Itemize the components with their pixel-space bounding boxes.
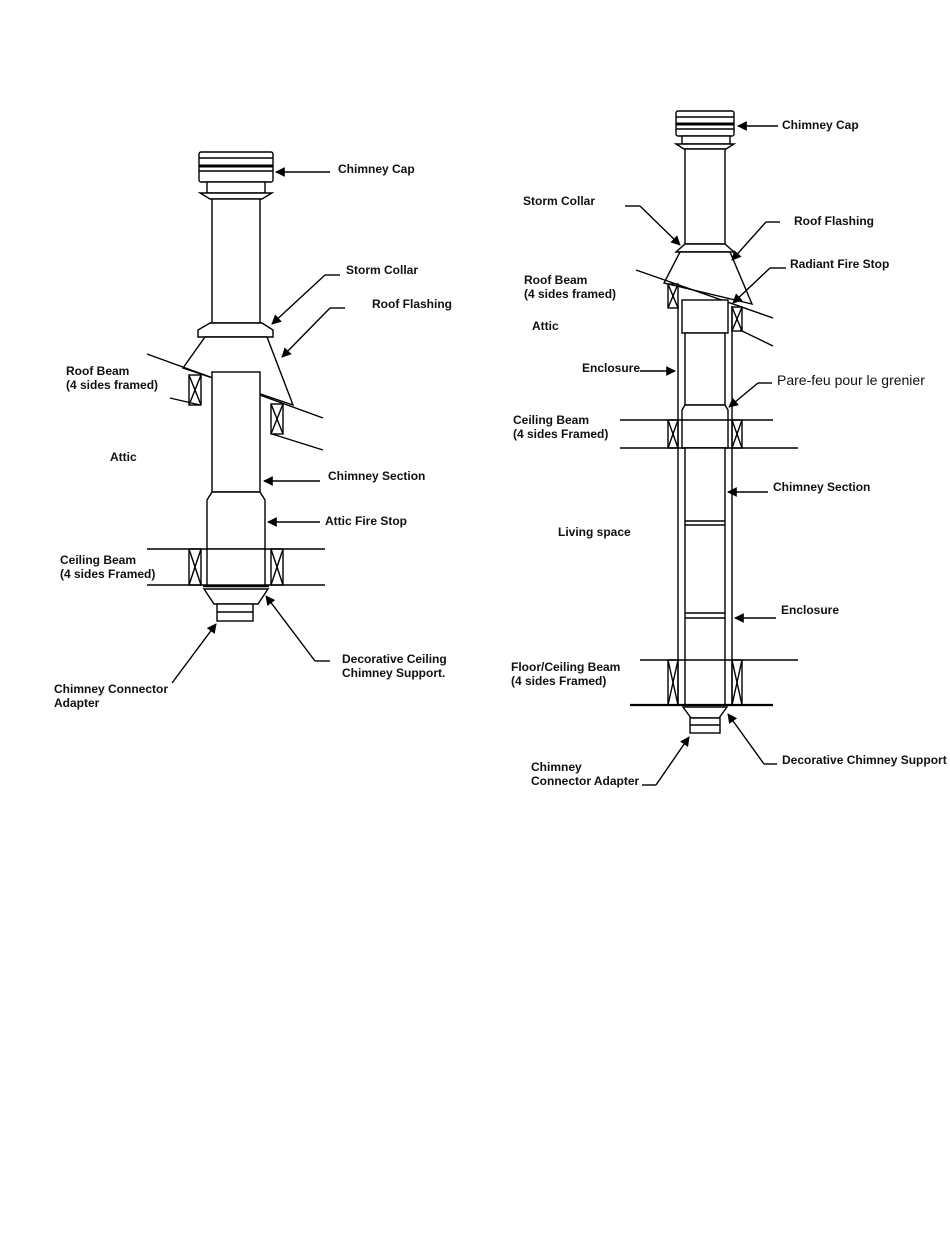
right-label-roof-beam: Roof Beam (4 sides framed) bbox=[524, 273, 617, 301]
left-attic-fire-stop bbox=[206, 491, 266, 551]
left-label-ceiling-beam: Ceiling Beam (4 sides Framed) bbox=[60, 553, 156, 581]
left-roof-flashing bbox=[181, 336, 295, 407]
right-label-living-space: Living space bbox=[558, 525, 631, 539]
right-chimney-cap bbox=[673, 110, 737, 150]
right-label-enclosure-upper: Enclosure bbox=[582, 361, 641, 375]
right-storm-collar bbox=[674, 243, 736, 253]
right-roof-flashing bbox=[662, 251, 754, 306]
right-label-chimney-cap: Chimney Cap bbox=[782, 118, 859, 132]
left-chimney-drawing bbox=[146, 151, 345, 684]
left-label-roof-flashing: Roof Flashing bbox=[372, 297, 452, 311]
right-label-attic: Attic bbox=[532, 319, 559, 333]
right-roof-beam-box bbox=[667, 283, 743, 332]
left-label-decorative-ceiling-support: Decorative Ceiling Chimney Support. bbox=[342, 652, 447, 680]
right-floor-beam-box bbox=[667, 659, 743, 706]
left-label-roof-beam: Roof Beam (4 sides framed) bbox=[66, 364, 159, 392]
right-label-decorative-support: Decorative Chimney Support bbox=[782, 753, 947, 767]
right-radiant-fire-stop bbox=[681, 299, 729, 334]
left-chimney-section bbox=[211, 371, 261, 493]
right-label-chimney-section: Chimney Section bbox=[773, 480, 871, 494]
right-label-floor-ceiling-beam: Floor/Ceiling Beam (4 sides Framed) bbox=[511, 660, 621, 688]
right-chimney-section bbox=[684, 332, 726, 406]
right-attic-fire-stop bbox=[681, 404, 729, 449]
left-label-chimney-cap: Chimney Cap bbox=[338, 162, 415, 176]
right-label-radiant-fire-stop: Radiant Fire Stop bbox=[790, 257, 890, 271]
right-label-storm-collar: Storm Collar bbox=[523, 194, 596, 208]
left-label-attic: Attic bbox=[110, 450, 137, 464]
left-ceiling-beam-box bbox=[188, 548, 284, 586]
left-label-chimney-section: Chimney Section bbox=[328, 469, 426, 483]
right-label-roof-flashing: Roof Flashing bbox=[794, 214, 874, 228]
right-chimney-drawing bbox=[620, 110, 798, 786]
right-roof-line bbox=[635, 269, 774, 319]
right-label-attic-firestop-fr: Pare-feu pour le grenier bbox=[777, 372, 925, 388]
right-label-ceiling-beam: Ceiling Beam (4 sides Framed) bbox=[513, 413, 609, 441]
left-label-attic-fire-stop: Attic Fire Stop bbox=[325, 514, 408, 528]
right-decorative-support bbox=[681, 706, 729, 719]
left-chimney-cap bbox=[197, 151, 275, 200]
left-storm-collar bbox=[197, 322, 274, 338]
right-label-connector-adapter: Chimney Connector Adapter bbox=[531, 760, 640, 788]
right-ceiling-beam-box bbox=[667, 419, 743, 449]
left-label-connector-adapter: Chimney Connector Adapter bbox=[54, 682, 169, 710]
left-upper-pipe bbox=[211, 198, 261, 324]
left-label-storm-collar: Storm Collar bbox=[346, 263, 419, 277]
right-label-enclosure-lower: Enclosure bbox=[781, 603, 840, 617]
left-decorative-support bbox=[202, 588, 270, 605]
right-upper-pipe bbox=[684, 148, 726, 245]
left-roof-beam-box bbox=[188, 374, 284, 435]
